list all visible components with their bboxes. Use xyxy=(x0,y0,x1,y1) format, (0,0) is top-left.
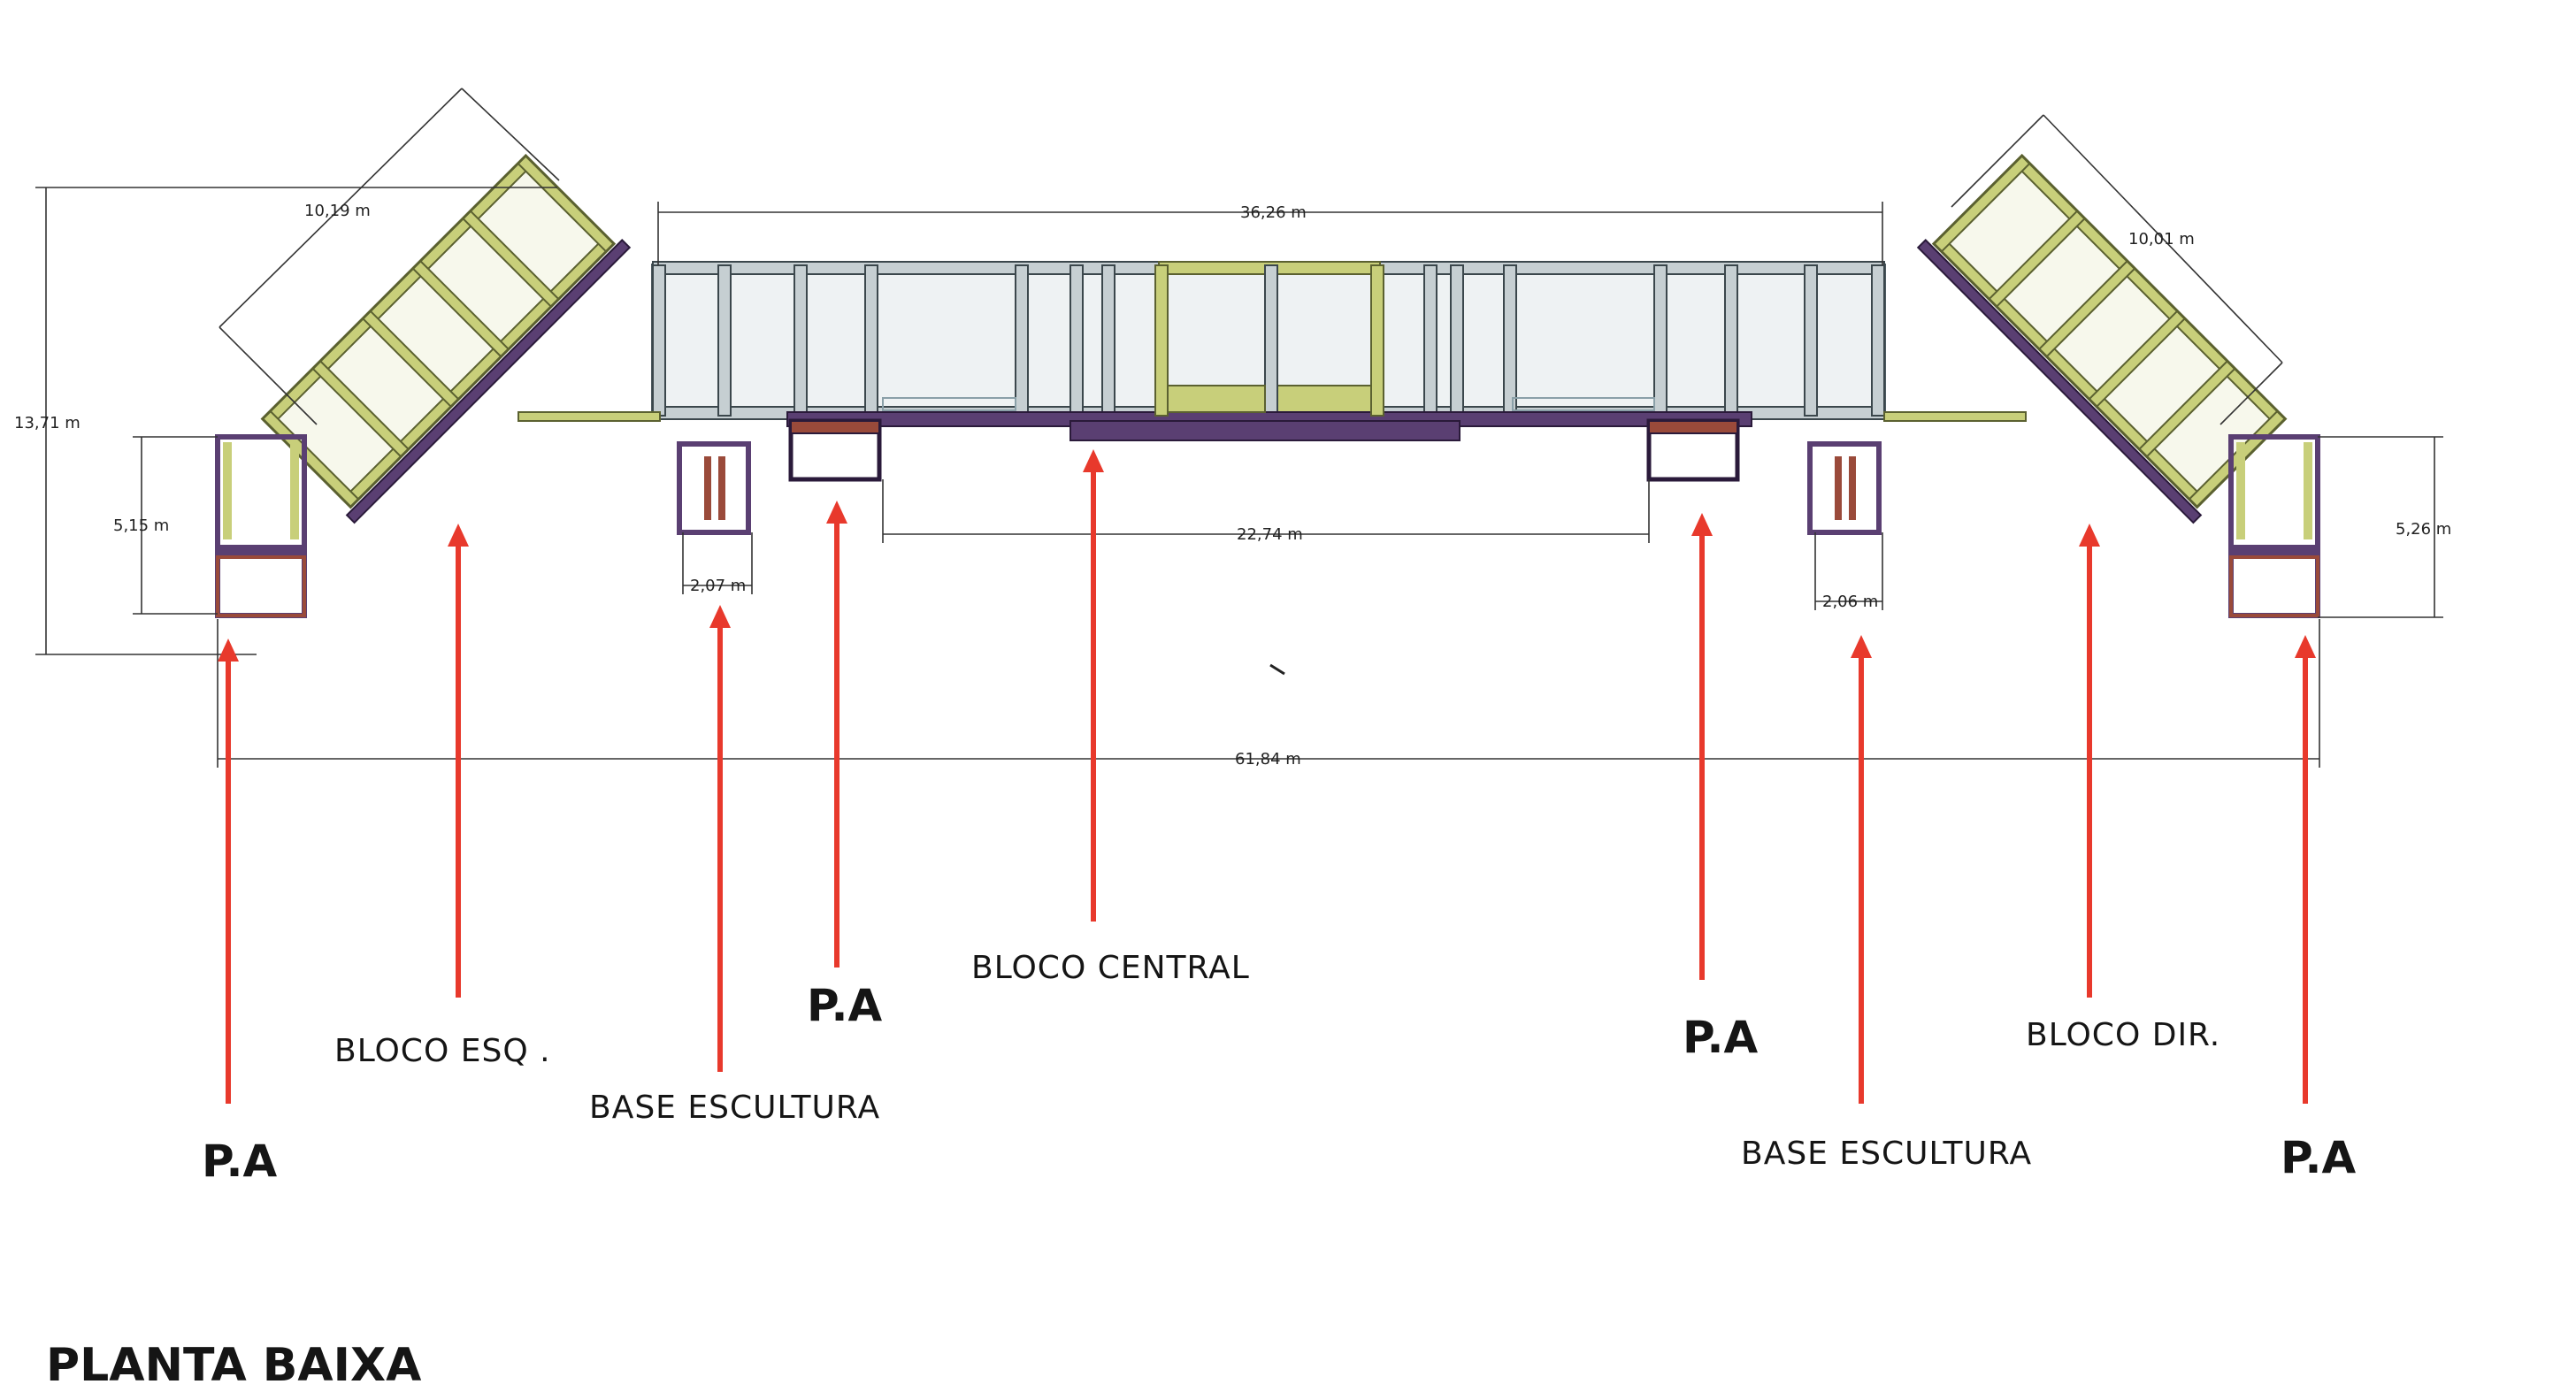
label-bloco-dir: BLOCO DIR. xyxy=(2026,1017,2221,1053)
label-bloco-central: BLOCO CENTRAL xyxy=(971,950,1250,986)
dim-right-diag-text: 10,01 m xyxy=(2128,230,2195,249)
arrow-bloco-dir xyxy=(2079,524,2100,998)
left-pa-box xyxy=(215,434,307,618)
label-pa-right: P.A xyxy=(2281,1132,2357,1183)
arrow-pa-center-left xyxy=(826,501,847,968)
dim-total-height-text: 13,71 m xyxy=(14,414,80,432)
dim-base-left-text: 2,07 m xyxy=(690,577,746,595)
label-base-escultura-left: BASE ESCULTURA xyxy=(589,1090,881,1126)
dim-left-diag-line xyxy=(218,88,463,328)
base-escultura-left-drawing xyxy=(677,441,751,535)
arrow-pa-right xyxy=(2295,635,2316,1104)
dim-right-diag-line xyxy=(2043,114,2283,363)
label-bloco-esq: BLOCO ESQ . xyxy=(334,1033,551,1069)
page-title: PLANTA BAIXA xyxy=(46,1339,422,1392)
arrow-bloco-central xyxy=(1083,449,1104,922)
dim-left-pa-height-text: 5,15 m xyxy=(113,516,169,535)
base-escultura-right-drawing xyxy=(1807,441,1882,535)
dim-base-right-text: 2,06 m xyxy=(1822,593,1878,611)
dim-center-top-text: 36,26 m xyxy=(1240,203,1307,222)
arrow-base-escultura-right xyxy=(1851,635,1872,1104)
label-pa-left: P.A xyxy=(202,1136,278,1187)
dim-right-pa-height-text: 5,26 m xyxy=(2396,520,2451,539)
label-pa-center-right: P.A xyxy=(1683,1012,1759,1063)
dim-center-span-text: 22,74 m xyxy=(1237,525,1303,544)
dim-left-diag-text: 10,19 m xyxy=(304,202,371,220)
dim-total-width-text: 61,84 m xyxy=(1235,750,1301,769)
center-pa-right-box xyxy=(1646,418,1740,482)
center-block xyxy=(518,261,2027,441)
label-pa-center-left: P.A xyxy=(807,980,883,1031)
arrow-bloco-esq xyxy=(448,524,469,998)
right-block xyxy=(1916,153,2288,524)
right-pa-box xyxy=(2228,434,2320,618)
arrow-pa-left xyxy=(218,639,239,1104)
center-pa-left-box xyxy=(788,418,882,482)
arrow-pa-center-right xyxy=(1691,513,1713,980)
arrow-base-escultura-left xyxy=(709,605,731,1072)
stray-mark xyxy=(1269,663,1285,676)
label-base-escultura-right: BASE ESCULTURA xyxy=(1741,1136,2033,1172)
